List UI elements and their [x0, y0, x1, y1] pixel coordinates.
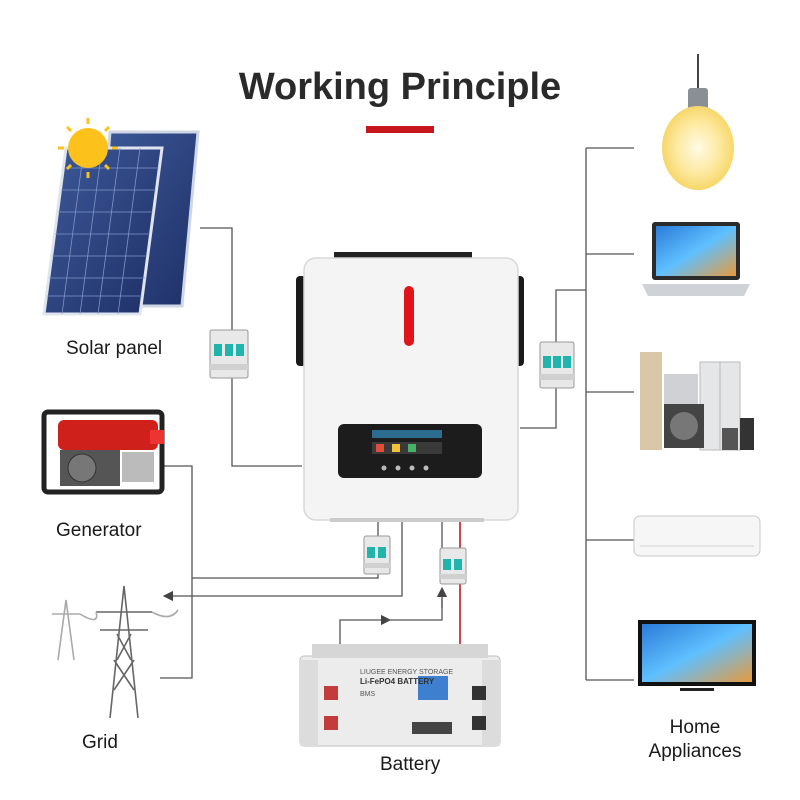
solar-panel-label: Solar panel [66, 338, 162, 360]
battery-type-text: Li-FePO4 BATTERY [360, 677, 435, 686]
battery-brand-text: LIUGEE ENERGY STORAGE [360, 669, 453, 676]
grid-tower-illustration [52, 586, 178, 718]
grid-label: Grid [82, 732, 118, 754]
laptop-illustration [642, 222, 750, 296]
battery-label: Battery [380, 754, 440, 776]
home-appliances-label-line2: Appliances [640, 740, 750, 764]
generator-label: Generator [56, 520, 142, 542]
home-appliances-label: Home Appliances [640, 716, 750, 764]
battery-bms-text: BMS [360, 691, 376, 698]
home-appliances-label-line1: Home [640, 716, 750, 740]
breaker-load [540, 342, 574, 388]
battery-illustration [300, 644, 500, 746]
generator-illustration [44, 412, 164, 492]
breaker-battery [440, 548, 466, 584]
light-bulb-illustration [662, 54, 734, 190]
solar-panel-illustration [44, 118, 198, 314]
air-conditioner-illustration [634, 516, 760, 556]
inverter-illustration [296, 252, 524, 522]
television-illustration [638, 620, 756, 691]
breaker-solar [210, 330, 248, 378]
household-appliances-illustration [640, 352, 754, 450]
breaker-ac-input [364, 536, 390, 574]
